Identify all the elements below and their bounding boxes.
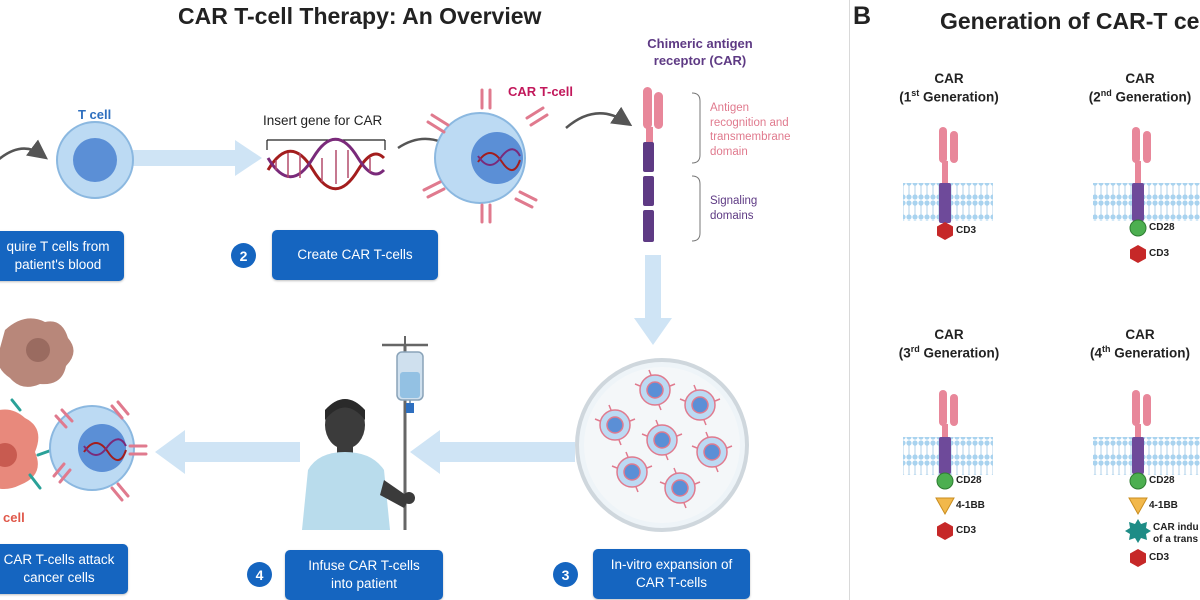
step-3-box: In-vitro expansion of CAR T-cells <box>593 549 750 599</box>
step-5-box: CAR T-cells attack cancer cells <box>0 544 128 594</box>
cancer-cells-graphic <box>0 318 74 490</box>
car-t-cell-label: CAR T-cell <box>508 84 574 99</box>
gen-2-title: CAR (2nd Generation) <box>1075 71 1200 106</box>
gen-1-cd3-label: CD3 <box>956 225 977 236</box>
membrane-gen2 <box>1093 183 1200 221</box>
gen-1-open: (1 <box>899 89 912 105</box>
flow-arrow-to-car <box>125 140 262 176</box>
chimeric-receptor-label: Chimeric antigen receptor (CAR) <box>647 36 753 68</box>
car-receptor-graphic <box>643 87 701 242</box>
t-cell-graphic <box>56 121 134 199</box>
gen-2-cd28-label: CD28 <box>1149 222 1175 233</box>
flow-arrow-left-2 <box>155 430 300 474</box>
gen-2-open: (2 <box>1088 89 1101 105</box>
antigen-domain-label: Antigen recognition and transmembrane do… <box>710 102 791 159</box>
gen-2-car-word: CAR <box>1125 71 1155 86</box>
gen-3-car-word: CAR <box>934 327 964 342</box>
patient-graphic <box>302 399 415 530</box>
gen-4-41bb-label: 4-1BB <box>1149 500 1178 511</box>
gen-2-ordinal: nd <box>1100 87 1112 98</box>
panel-b-letter: B <box>853 2 872 30</box>
step-2-badge: 2 <box>231 243 256 268</box>
petri-dish-graphic <box>575 358 749 532</box>
receptor-gen3 <box>935 390 958 540</box>
gen-1-close: Generation) <box>919 89 999 105</box>
panel-b-title: Generation of CAR-T ce <box>940 8 1200 34</box>
step-1-label: quire T cells from patient's blood <box>6 238 110 272</box>
gen-3-title: CAR (3rd Generation) <box>884 327 1014 362</box>
step-1-box: quire T cells from patient's blood <box>0 231 124 281</box>
gen-1-car-word: CAR <box>934 71 964 86</box>
step-2-label: Create CAR T-cells <box>297 246 413 262</box>
gen-1-title: CAR (1st Generation) <box>884 71 1014 106</box>
membrane-gen4 <box>1093 437 1200 475</box>
cancer-cell-label: cell <box>3 510 25 525</box>
gen-3-41bb-label: 4-1BB <box>956 500 985 511</box>
receptor-gen4 <box>1125 390 1151 567</box>
step-4-badge: 4 <box>247 562 272 587</box>
gen-2-cd3-label: CD3 <box>1149 248 1170 259</box>
attacking-car-t-cell-graphic <box>49 400 148 502</box>
step-5-label: CAR T-cells attack cancer cells <box>3 551 115 585</box>
curved-arrow-acquire <box>0 139 49 161</box>
gen-1-ordinal: st <box>911 87 920 98</box>
gen-3-cd3-label: CD3 <box>956 525 977 536</box>
dna-helix-graphic <box>266 137 386 191</box>
gen-3-open: (3 <box>898 345 911 361</box>
gen-3-cd28-label: CD28 <box>956 475 982 486</box>
gen-4-title: CAR (4th Generation) <box>1075 327 1200 362</box>
gen-4-cd3-label: CD3 <box>1149 552 1170 563</box>
panel-divider <box>849 0 850 600</box>
insert-gene-label: Insert gene for CAR <box>263 113 383 128</box>
flow-arrow-left-1 <box>410 430 575 474</box>
receptor-gen1 <box>937 127 958 240</box>
gen-4-inducible-label: CAR indu of a trans <box>1153 522 1199 545</box>
step-4-label: Infuse CAR T-cells into patient <box>308 557 420 591</box>
step-4-box: Infuse CAR T-cells into patient <box>285 550 443 600</box>
gen-2-close: Generation) <box>1111 89 1192 105</box>
gen-3-close: Generation) <box>919 345 1000 361</box>
step-2-box: Create CAR T-cells <box>272 230 438 280</box>
receptor-gen2 <box>1129 127 1151 263</box>
gen-4-open: (4 <box>1089 345 1102 361</box>
step-3-label: In-vitro expansion of CAR T-cells <box>610 556 733 590</box>
gen-4-car-word: CAR <box>1125 327 1155 342</box>
t-cell-label: T cell <box>78 107 112 122</box>
step-3-badge: 3 <box>553 562 578 587</box>
flow-arrow-down <box>634 255 672 345</box>
gen-4-cd28-label: CD28 <box>1149 475 1175 486</box>
gen-4-ordinal: th <box>1102 343 1111 354</box>
panel-a-title: CAR T-cell Therapy: An Overview <box>178 3 542 29</box>
curved-arrow-receptor <box>565 106 633 129</box>
car-t-cell-graphic <box>422 88 549 224</box>
gen-4-close: Generation) <box>1110 345 1191 361</box>
signaling-domains-label: Signaling domains <box>710 195 758 222</box>
gen-3-ordinal: rd <box>910 343 920 354</box>
